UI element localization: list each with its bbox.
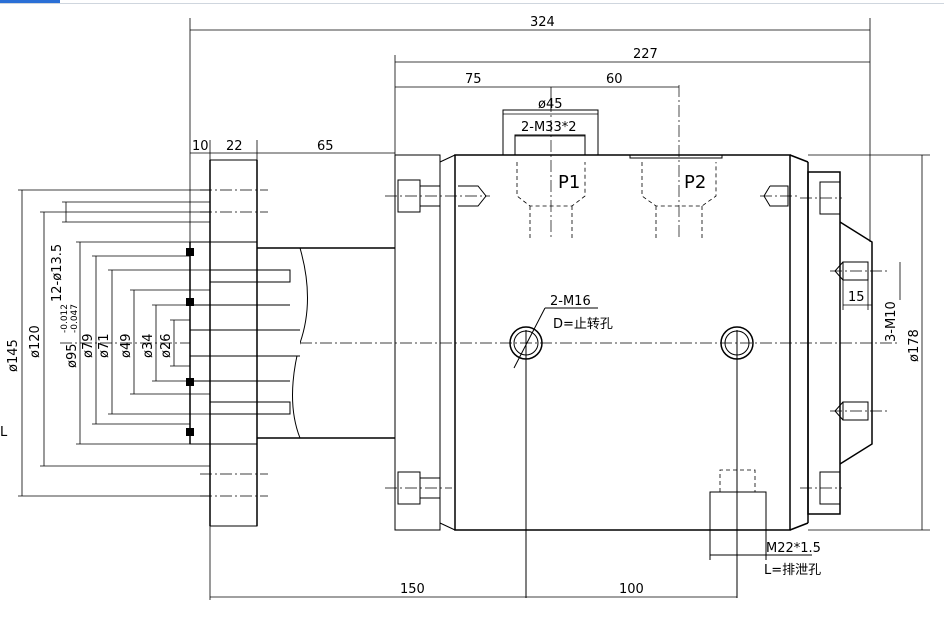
dim-d49: ø49 bbox=[119, 334, 134, 359]
port-p2 bbox=[629, 85, 723, 238]
main-body bbox=[394, 154, 791, 531]
edge-letter: L bbox=[0, 425, 8, 440]
dim-port-offset: 75 bbox=[465, 72, 482, 87]
dim-d34: ø34 bbox=[141, 334, 156, 359]
label-port-p2: P2 bbox=[684, 172, 706, 193]
dim-bottom-100: 100 bbox=[619, 582, 644, 597]
dim-d95: ø95 bbox=[65, 344, 80, 369]
label-port-p1: P1 bbox=[558, 172, 580, 193]
right-dimensions bbox=[808, 154, 930, 531]
dim-body-length: 227 bbox=[633, 47, 658, 62]
dim-shaft-65: 65 bbox=[317, 139, 334, 154]
dim-d26: ø26 bbox=[159, 334, 174, 359]
dim-flange-10: 10 bbox=[192, 139, 209, 154]
stop-holes bbox=[509, 307, 754, 598]
dim-d95-lower: -0.047 bbox=[70, 304, 80, 333]
dim-bottom-150: 150 bbox=[400, 582, 425, 597]
label-drain-hole: L=排泄孔 bbox=[764, 563, 821, 578]
dim-bolt-holes: 12-ø13.5 bbox=[50, 244, 65, 302]
dim-overall-length: 324 bbox=[530, 15, 555, 30]
bottom-dimensions bbox=[209, 526, 737, 600]
dim-port-thread: 2-M33*2 bbox=[521, 120, 577, 135]
top-dimensions bbox=[189, 18, 871, 242]
dim-d79: ø79 bbox=[81, 334, 96, 359]
drain-port bbox=[709, 460, 812, 560]
port-p1 bbox=[502, 100, 599, 238]
body-left-bolts bbox=[385, 179, 800, 505]
top-accent-bar bbox=[0, 0, 60, 3]
right-end-cover bbox=[789, 154, 890, 531]
dim-d120: ø120 bbox=[28, 325, 43, 358]
top-divider bbox=[0, 3, 944, 4]
dim-cover-thread: 3-M10 bbox=[884, 301, 899, 342]
label-stop-hole: D=止转孔 bbox=[553, 317, 613, 332]
dim-cover-15: 15 bbox=[848, 290, 865, 305]
dim-drain-thread: M22*1.5 bbox=[766, 541, 821, 556]
dim-port-spacing: 60 bbox=[606, 72, 623, 87]
left-dimensions bbox=[18, 189, 210, 497]
dim-d95-upper: -0.012 bbox=[60, 304, 70, 333]
dim-stop-thread: 2-M16 bbox=[550, 294, 591, 309]
dim-d178: ø178 bbox=[907, 329, 922, 362]
dim-d145: ø145 bbox=[6, 339, 21, 372]
dim-d71: ø71 bbox=[97, 334, 112, 359]
dim-flange-22: 22 bbox=[226, 139, 243, 154]
dim-port-diameter: ø45 bbox=[538, 97, 563, 112]
shaft-section bbox=[186, 159, 395, 527]
